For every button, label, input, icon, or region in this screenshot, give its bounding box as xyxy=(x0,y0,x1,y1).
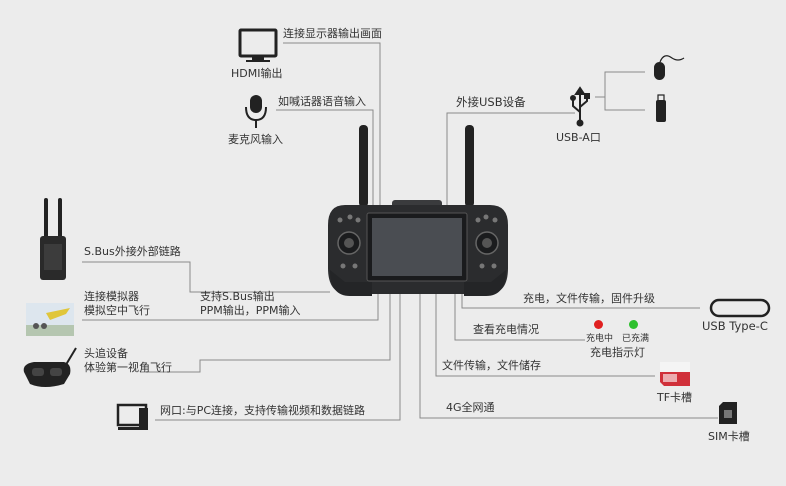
usbc-label: USB Type-C xyxy=(702,319,768,333)
usb-icon xyxy=(570,86,590,127)
tf-card-icon xyxy=(660,362,690,386)
flight-simulator-icon xyxy=(26,303,74,336)
fpv-label-1: 头追设备 xyxy=(84,347,128,360)
sbus-ext-label: S.Bus外接外部链路 xyxy=(84,245,181,258)
simulator-label-2: 模拟空中飞行 xyxy=(84,304,150,317)
fpv-goggles-icon xyxy=(23,347,77,387)
usb-description: 外接USB设备 xyxy=(456,95,526,109)
charging-indicator-dot xyxy=(594,320,603,329)
network-line xyxy=(155,294,401,421)
usb-stick-icon xyxy=(656,94,666,122)
charged-indicator-dot xyxy=(629,320,638,329)
simulator-label-1: 连接模拟器 xyxy=(84,290,139,303)
usb-branch-line-2 xyxy=(604,97,645,111)
charging-label: 充电中 xyxy=(586,334,614,344)
file-description: 文件传输，文件储存 xyxy=(442,359,541,372)
usb-branch-line xyxy=(595,71,645,98)
desktop-pc-icon xyxy=(116,403,148,430)
remote-controller-icon xyxy=(328,125,508,296)
sbus-ext-line xyxy=(82,261,330,293)
tf-label: TF卡槽 xyxy=(657,391,693,404)
hdmi-description: 连接显示器输出画面 xyxy=(283,27,382,40)
mic-description: 如喊话器语音输入 xyxy=(278,95,366,108)
mic-line xyxy=(276,109,374,205)
mic-label: 麦克风输入 xyxy=(228,133,283,146)
usb-line xyxy=(446,112,575,205)
usba-label: USB-A口 xyxy=(556,131,601,144)
monitor-icon xyxy=(238,28,278,62)
usb-c-port-icon xyxy=(709,298,771,318)
mouse-icon xyxy=(654,55,685,80)
sbus-output-label-1: 支持S.Bus输出 xyxy=(200,290,275,303)
usbc-line xyxy=(461,294,700,309)
sbus-output-label-2: PPM输出，PPM输入 xyxy=(200,304,301,317)
charge-description: 充电，文件传输，固件升级 xyxy=(523,292,655,305)
fpv-label-2: 体验第一视角飞行 xyxy=(84,361,172,374)
network-label: 网口:与PC连接，支持传输视频和数据链路 xyxy=(160,404,366,417)
tf-line xyxy=(435,294,655,377)
fpv-line xyxy=(140,294,391,373)
charged-label: 已充满 xyxy=(622,334,650,344)
indicator-label: 充电指示灯 xyxy=(590,346,645,359)
fourg-label: 4G全网通 xyxy=(446,401,495,414)
simulator-line xyxy=(82,294,379,321)
charge-status-line xyxy=(454,294,585,341)
sim-line xyxy=(419,294,718,419)
antenna-receiver-icon xyxy=(40,198,66,280)
charge-status-label: 查看充电情况 xyxy=(473,323,539,336)
sim-label: SIM卡槽 xyxy=(708,430,750,443)
sim-card-icon xyxy=(719,402,737,424)
microphone-icon xyxy=(245,95,267,128)
hdmi-label: HDMI输出 xyxy=(231,67,283,80)
hdmi-line xyxy=(283,42,381,205)
